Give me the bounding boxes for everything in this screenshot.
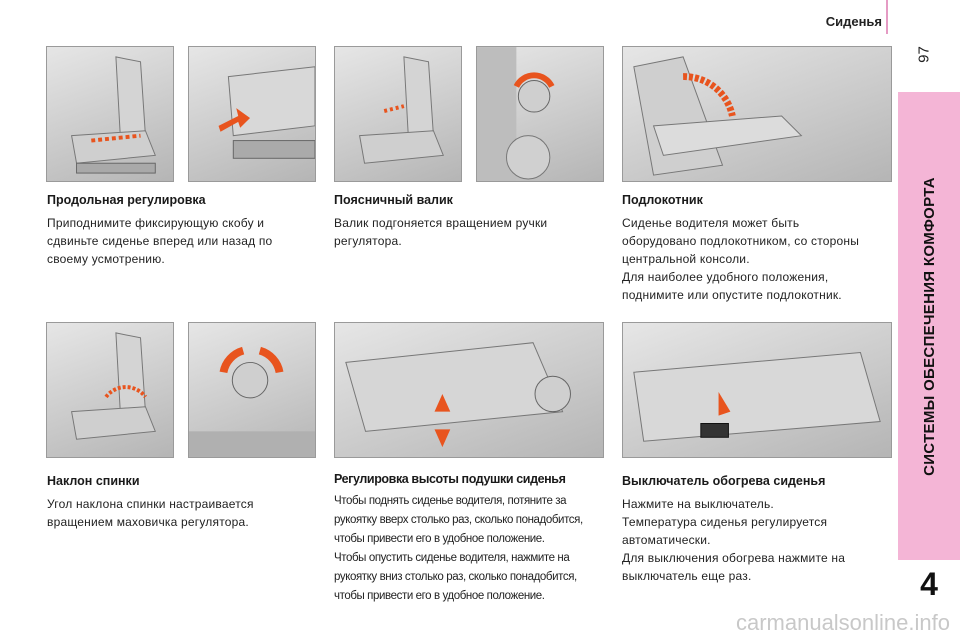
section-text-longitudinal: Приподнимите фиксирующую скобу и сдвиньт… — [47, 216, 273, 266]
seat-recline-image — [46, 322, 174, 458]
section-heading-recline: Наклон спинки — [47, 474, 140, 488]
lumbar-seat-image — [334, 46, 462, 182]
watermark: carmanualsonline.info — [735, 610, 950, 635]
seat-lever-image — [188, 46, 316, 182]
section-heading-longitudinal: Продольная регулировка — [47, 193, 206, 207]
section-heading-armrest: Подлокотник — [622, 193, 703, 207]
chapter-number: 4 — [920, 566, 938, 602]
seat-side-view-image — [46, 46, 174, 182]
section-text-lumbar: Валик подгоняется вращением ручки регуля… — [334, 216, 548, 248]
section-heading-height: Регулировка высоты подушки сиденья — [334, 472, 566, 486]
seat-height-image — [334, 322, 604, 458]
armrest-image — [622, 46, 892, 182]
section-heading-lumbar: Поясничный валик — [334, 193, 453, 207]
header-title: Сиденья — [825, 14, 882, 29]
page-number: 97 — [915, 46, 933, 63]
recline-knob-image — [188, 322, 316, 458]
section-text-recline: Угол наклона спинки настраивается вращен… — [47, 497, 254, 529]
chapter-title: СИСТЕМЫ ОБЕСПЕЧЕНИЯ КОМФОРТА — [920, 176, 938, 476]
chapter-tab — [898, 92, 960, 560]
section-text-height: Чтобы поднять сиденье водителя, потяните… — [334, 495, 583, 602]
chapter-tab-label: СИСТЕМЫ ОБЕСПЕЧЕНИЯ КОМФОРТА — [898, 92, 960, 560]
heating-switch-image — [622, 322, 892, 458]
section-heading-heating: Выключатель обогрева сиденья — [622, 474, 826, 488]
lumbar-knob-image — [476, 46, 604, 182]
section-text-armrest: Сиденье водителя может быть оборудовано … — [622, 216, 860, 302]
header-divider — [886, 0, 888, 34]
section-text-heating: Нажмите на выключатель. Температура сиде… — [622, 497, 846, 583]
